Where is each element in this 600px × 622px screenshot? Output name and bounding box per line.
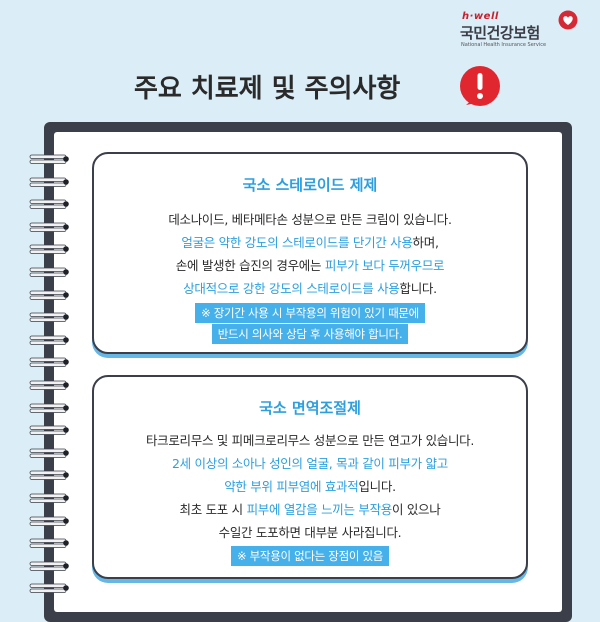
highlight-text: 약한 부위 피부염에 효과적 (224, 479, 359, 494)
body-text: 입니다. (358, 479, 396, 494)
spiral-ring-icon (29, 357, 69, 368)
body-text: 최초 도포 시 (179, 502, 247, 517)
spiral-ring-icon (29, 493, 69, 503)
spiral-ring-icon (29, 290, 69, 300)
body-line: 2세 이상의 소아나 성인의 얼굴, 목과 같이 피부가 얇고 (94, 452, 526, 475)
spiral-ring-icon (29, 199, 69, 210)
highlight-text: 2세 이상의 소아나 성인의 얼굴, 목과 같이 피부가 얇고 (172, 456, 448, 471)
spiral-ring-icon (29, 403, 69, 413)
body-line: 손에 발생한 습진의 경우에는 피부가 보다 두꺼우므로 (94, 254, 526, 277)
spiral-ring-icon (29, 335, 69, 345)
exclamation-alert-icon (460, 66, 500, 106)
spiral-ring-icon (29, 516, 69, 526)
body-line: 데소나이드, 베타메타손 성분으로 만든 크림이 있습니다. (94, 208, 526, 231)
body-text: 데소나이드, 베타메타손 성분으로 만든 크림이 있습니다. (168, 212, 452, 227)
body-line: 최초 도포 시 피부에 열감을 느끼는 부작용이 있으나 (94, 498, 526, 521)
warning-note: 반드시 의사와 상담 후 사용해야 합니다. (211, 324, 409, 344)
logo-brand: h·well (462, 11, 499, 22)
spiral-ring-icon (29, 312, 69, 323)
spiral-ring-icon (29, 470, 69, 481)
card-body: 데소나이드, 베타메타손 성분으로 만든 크림이 있습니다. 얼굴은 약한 강도의… (94, 208, 526, 300)
spiral-ring-icon (29, 448, 69, 458)
warning-note: ※ 부작용이 없다는 장점이 있음 (230, 546, 390, 566)
warning-note: ※ 장기간 사용 시 부작용의 위험이 있기 때문에 (195, 303, 425, 323)
body-text: 타크로리무스 및 피메크로리무스 성분으로 만든 연고가 있습니다. (145, 433, 475, 448)
card-body: 타크로리무스 및 피메크로리무스 성분으로 만든 연고가 있습니다. 2세 이상의… (94, 429, 526, 544)
card-title: 국소 면역조절제 (259, 399, 361, 417)
body-line: 타크로리무스 및 피메크로리무스 성분으로 만든 연고가 있습니다. (94, 429, 526, 452)
body-text: 수일간 도포하면 대부분 사라집니다. (218, 525, 402, 540)
spiral-ring-icon (29, 154, 69, 164)
spiral-ring-icon (29, 425, 69, 436)
spiral-ring-icon (29, 583, 69, 594)
logo-name: 국민건강보험 (460, 24, 540, 42)
nhis-logo: h·well 국민건강보험 National Health Insurance … (458, 8, 578, 52)
card-notes: ※ 부작용이 없다는 장점이 있음 (94, 545, 526, 566)
body-text: 합니다. (399, 281, 438, 296)
spiral-ring-icon (29, 222, 69, 232)
body-text: 이 있으나 (391, 502, 441, 517)
page-header: 주요 치료제 및 주의사항 (0, 64, 600, 114)
body-line: 수일간 도포하면 대부분 사라집니다. (94, 521, 526, 544)
highlight-text: 피부에 열감을 느끼는 부작용 (246, 502, 393, 517)
body-line: 얼굴은 약한 강도의 스테로이드를 단기간 사용하며, (94, 231, 526, 254)
highlight-text: 얼굴은 약한 강도의 스테로이드를 단기간 사용 (181, 235, 413, 250)
spiral-ring-icon (29, 538, 69, 549)
body-line: 약한 부위 피부염에 효과적입니다. (94, 475, 526, 498)
spiral-ring-icon (29, 380, 69, 390)
spiral-ring-icon (29, 561, 69, 571)
card-topical-steroid: 국소 스테로이드 제제 데소나이드, 베타메타손 성분으로 만든 크림이 있습니… (92, 152, 528, 354)
spiral-ring-icon (29, 177, 69, 187)
body-text: 하며, (412, 235, 439, 250)
spiral-ring-icon (29, 244, 69, 255)
spiral-ring-icon (29, 267, 69, 277)
page-title: 주요 치료제 및 주의사항 (134, 74, 401, 104)
highlight-text: 피부가 보다 두꺼우므로 (324, 258, 445, 273)
card-title: 국소 스테로이드 제제 (242, 176, 378, 194)
highlight-text: 상대적으로 강한 강도의 스테로이드를 사용 (183, 281, 400, 296)
card-topical-immunomodulator: 국소 면역조절제 타크로리무스 및 피메크로리무스 성분으로 만든 연고가 있습… (92, 375, 528, 579)
heart-logo-icon (558, 10, 578, 30)
body-line: 상대적으로 강한 강도의 스테로이드를 사용합니다. (94, 277, 526, 300)
body-text: 손에 발생한 습진의 경우에는 (175, 258, 325, 273)
logo-subtitle: National Health Insurance Service (461, 42, 547, 48)
